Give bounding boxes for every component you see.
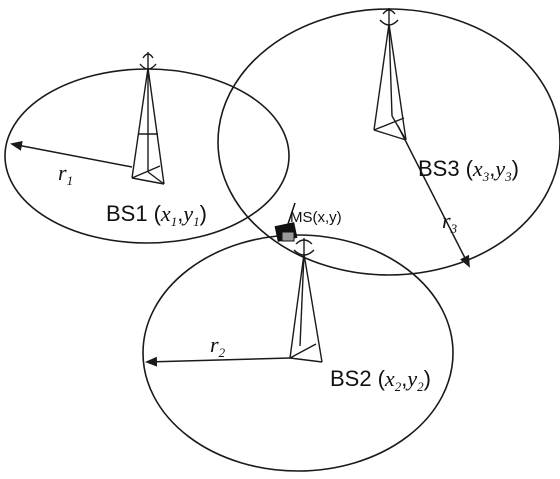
bs3-radius-arrow (397, 125, 470, 268)
bs1-tower-icon (131, 52, 165, 185)
bs2-label: BS2(x2,y2) (330, 366, 431, 394)
bs3-tower-icon (373, 8, 407, 141)
ms-label: MS(x,y) (290, 209, 342, 226)
bs2-coverage-circle (142, 234, 454, 472)
r3-label: r3 (442, 208, 458, 236)
bs2-radius-arrow (145, 356, 291, 367)
bs1-radius-arrow (10, 140, 133, 168)
bs1-label: BS1(x1,y1) (106, 201, 207, 229)
r2-label: r2 (210, 332, 226, 360)
bs3-label: BS3(x3,y3) (418, 156, 519, 184)
r1-label: r1 (58, 160, 73, 188)
bs2-tower-icon (289, 238, 323, 363)
bs3-coverage-circle (217, 8, 560, 276)
mobile-station-icon (274, 202, 298, 242)
